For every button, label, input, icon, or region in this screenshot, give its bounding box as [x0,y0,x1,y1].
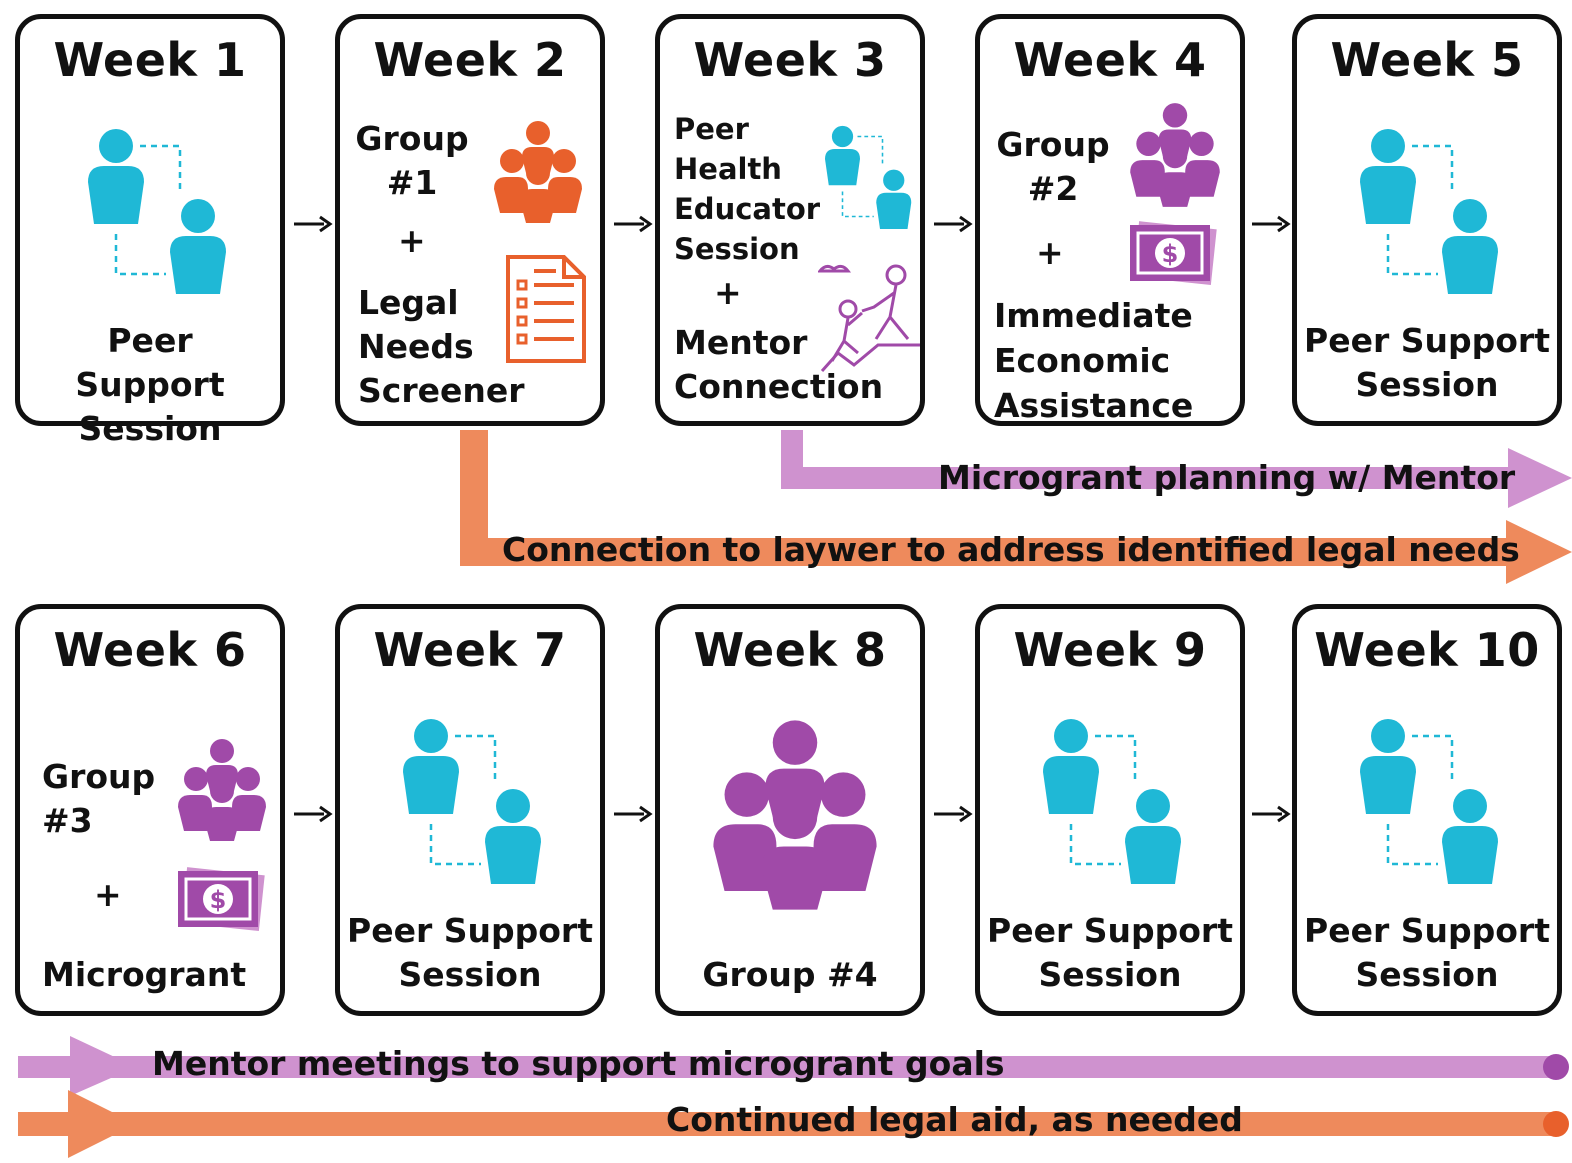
label-line: Health [674,152,782,186]
microgrant-planning-label: Microgrant planning w/ Mentor [938,458,1516,497]
mentor-connection-label: Mentor Connection [674,323,884,406]
mentor-meetings-label: Mentor meetings to support microgrant go… [152,1044,1005,1083]
week-title: Week 4 [1013,33,1207,87]
group-label: Group #1 [355,119,469,202]
peer-support-icon [403,719,541,884]
group-icon [178,739,266,841]
plus-sign: + [1036,233,1064,272]
week-title: Week 2 [373,33,567,87]
money-icon: $ [178,867,265,932]
peer-support-icon [1043,719,1181,884]
label-line: Peer [674,112,749,146]
group-label: Group #4 [702,955,878,994]
arrow-right-icon [934,805,973,823]
week-7-card: Week 7 Peer Support Session [335,604,605,1016]
arrow-right-icon [294,805,333,823]
week-9-card: Week 9 Peer Support Session [975,604,1245,1016]
svg-text:$: $ [210,886,227,914]
peer-support-icon [88,129,226,294]
plus-sign: + [714,273,742,312]
week-title: Week 3 [693,33,887,87]
week-title: Week 8 [693,623,887,677]
week-title: Week 9 [1013,623,1207,677]
mentor-icon [818,264,920,372]
week-title: Week 6 [53,623,247,677]
week-2-card: Week 2 Group #1 + Legal Needs Screener [335,14,605,426]
arrow-right-icon [1252,805,1291,823]
group-label: Group #2 [996,125,1110,208]
arrow-right-icon [614,215,653,233]
arrow-right-icon [294,215,333,233]
session-label: Peer Support Session [75,321,225,448]
week-10-card: Week 10 Peer Support Session [1292,604,1562,1016]
plus-sign: + [94,875,122,914]
microgrant-label: Microgrant [42,955,247,994]
peer-support-icon [1360,129,1498,294]
group-label: Group #3 [42,757,156,840]
session-label: Peer Support Session [1304,911,1550,994]
label-line: Educator [674,192,821,226]
lawyer-connection-arrow [460,430,1572,584]
label-line: Session [674,232,800,266]
group-icon [713,720,877,910]
week-3-card: Week 3 Peer Health Educator Session + Me… [655,14,925,426]
week-6-card: Week 6 Group #3 + $ Microgrant [15,604,285,1016]
week-5-card: Week 5 Peer Support Session [1292,14,1562,426]
arrow-right-icon [934,215,973,233]
arrow-right-icon [614,805,653,823]
group-icon [1130,103,1220,207]
week-title: Week 7 [373,623,567,677]
week-4-card: Week 4 Group #2 + $ Immediate Economic A… [975,14,1245,426]
checklist-icon [506,255,586,363]
week-title: Week 5 [1330,33,1524,87]
plus-sign: + [398,221,426,260]
legal-aid-band [18,1090,1569,1158]
money-icon: $ [1130,221,1217,286]
arrow-right-icon [1252,215,1291,233]
svg-text:$: $ [1162,240,1179,268]
session-label: Peer Support Session [987,911,1233,994]
legal-screener-label: Legal Needs Screener [358,283,525,410]
week-1-card: Week 1 Peer Support Session [15,14,285,448]
week-8-card: Week 8 Group #4 [655,604,925,1016]
session-label: Peer Support Session [1304,321,1550,404]
economic-assistance-label: Immediate Economic Assistance [994,296,1194,425]
lawyer-connection-label: Connection to laywer to address identifi… [502,530,1520,569]
mentor-meetings-band [18,1036,1569,1096]
peer-educator-label: Peer Health Educator Session [674,109,820,269]
week-title: Week 10 [1314,623,1540,677]
peer-support-icon [1360,719,1498,884]
microgrant-planning-arrow [781,430,1572,508]
group-icon [494,121,582,223]
week-title: Week 1 [53,33,247,87]
session-label: Peer Support Session [347,911,593,994]
legal-aid-label: Continued legal aid, as needed [666,1100,1243,1139]
peer-support-icon [825,125,912,229]
